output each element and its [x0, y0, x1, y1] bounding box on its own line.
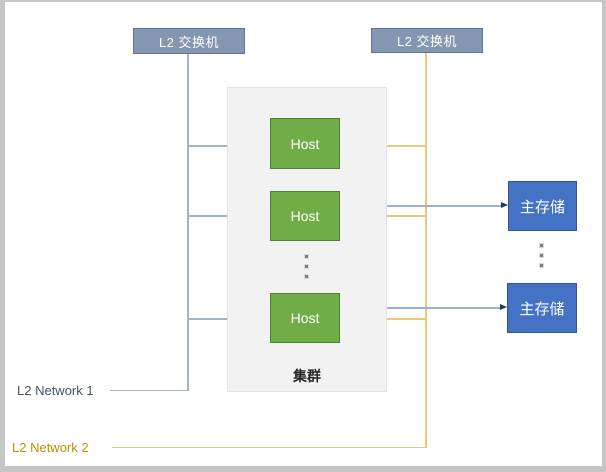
host-node-2: Host	[270, 191, 340, 241]
l2-switch-label: L2 交换机	[158, 34, 220, 50]
l2-switch-node-2: L2 交换机	[371, 28, 483, 53]
cluster-to-storage2-line	[387, 307, 500, 309]
host-node-1: Host	[270, 118, 340, 169]
cluster-to-storage1-line	[387, 205, 501, 207]
network1-label: L2 Network 1	[17, 383, 94, 398]
host-node-3: Host	[270, 293, 340, 343]
l2-switch-node-1: L2 交换机	[133, 28, 245, 54]
network1-trunk-line	[187, 54, 189, 391]
network1-label-lead-line	[110, 389, 188, 391]
network2-label: L2 Network 2	[12, 440, 89, 455]
primary-storage-node-1: 主存储	[508, 181, 577, 231]
network2-trunk-line	[425, 53, 427, 448]
primary-storage-label: 主存储	[519, 198, 565, 216]
arrow-right-icon	[500, 304, 507, 311]
primary-storage-label: 主存储	[519, 300, 565, 318]
l2-switch-label: L2 交换机	[396, 34, 458, 49]
host-label: Host	[290, 208, 320, 224]
cluster-label: 集群	[293, 368, 321, 384]
primary-storage-node-2: 主存储	[507, 283, 577, 333]
host-label: Host	[290, 310, 320, 326]
host-label: Host	[290, 135, 320, 152]
arrow-right-icon	[501, 202, 508, 209]
network2-label-lead-line	[112, 446, 426, 448]
